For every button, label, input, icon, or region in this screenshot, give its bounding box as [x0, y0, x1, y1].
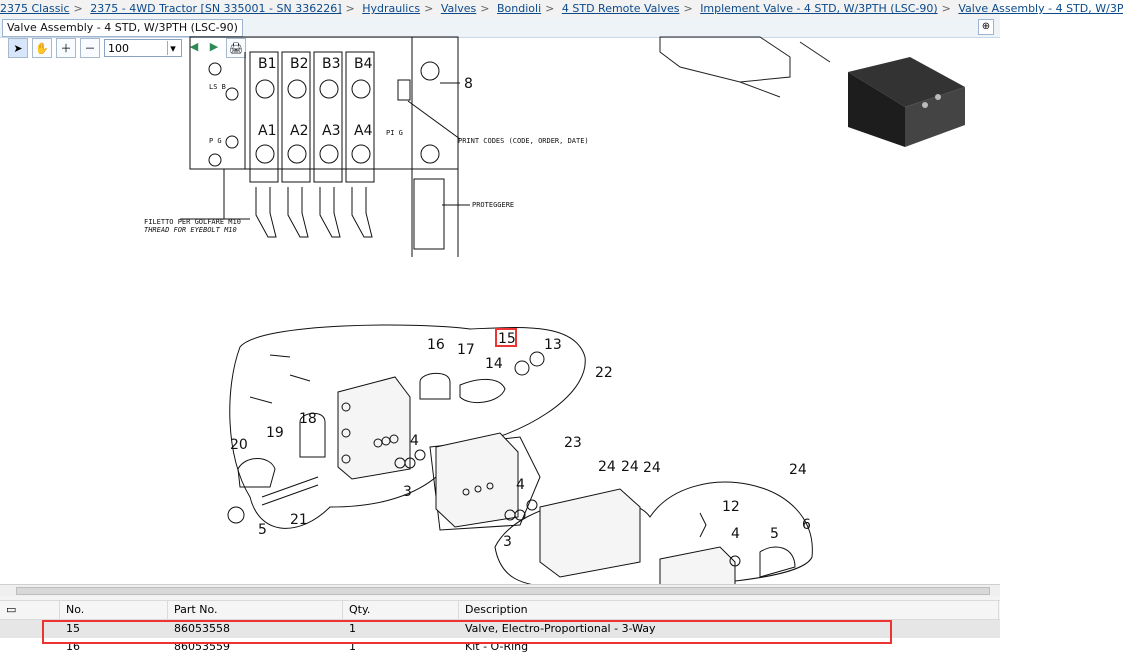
column-header-qty[interactable]: Qty.	[343, 601, 459, 619]
pi-g-label: PI G	[386, 129, 403, 137]
valve-3d-thumbnail	[848, 57, 965, 147]
callout-3[interactable]: 3	[403, 484, 412, 500]
diagram-toolbar: ➤ ✋ ＋ － 100 ▾ ◀ ▶ 🖨	[8, 37, 246, 59]
pan-hand-icon[interactable]: ✋	[32, 38, 52, 58]
scrollbar-thumb[interactable]	[16, 587, 990, 595]
print-codes-label: PRINT CODES (CODE, ORDER, DATE)	[458, 137, 589, 145]
exploded-diagram[interactable]: B1 B2 B3 B4 A1 A2 A3 A4 LS B P G PI G 8 …	[0, 36, 1000, 590]
row-description: Kit - O-Ring	[465, 640, 529, 653]
zoom-value: 100	[108, 41, 129, 55]
callout-24[interactable]: 24	[621, 459, 639, 475]
callout-4[interactable]: 4	[731, 526, 740, 542]
callout-4[interactable]: 4	[516, 477, 525, 493]
forward-arrow-icon[interactable]: ▶	[209, 40, 219, 53]
pane-splitter[interactable]	[0, 596, 1000, 600]
select-arrow-icon[interactable]: ➤	[8, 38, 28, 58]
callout-4[interactable]: 4	[410, 433, 419, 449]
print-icon[interactable]: 🖨	[226, 38, 246, 58]
row-qty: 1	[349, 622, 356, 635]
callout-8: 8	[464, 76, 473, 92]
callout-6[interactable]: 6	[802, 517, 811, 533]
callout-17[interactable]: 17	[457, 342, 475, 358]
port-label-a1: A1	[258, 123, 276, 139]
port-label-b1: B1	[258, 56, 277, 72]
table-row[interactable]: 16 86053559 1 Kit - O-Ring	[0, 638, 1000, 656]
callout-3[interactable]: 3	[503, 534, 512, 550]
port-label-a2: A2	[290, 123, 308, 139]
breadcrumb-item[interactable]: Implement Valve - 4 STD, W/3PTH (LSC-90)	[700, 2, 938, 15]
eyebolt-label-it: FILETTO PER GOLFARE M10	[144, 218, 241, 226]
callout-20[interactable]: 20	[230, 437, 248, 453]
chevron-down-icon[interactable]: ▾	[167, 41, 178, 55]
ls-b-label: LS B	[209, 83, 226, 91]
callout-highlight-box	[495, 328, 517, 347]
pg-label: P G	[209, 137, 222, 145]
callout-15[interactable]: 15	[498, 331, 516, 347]
port-label-b3: B3	[322, 56, 341, 72]
callout-14[interactable]: 14	[485, 356, 503, 372]
port-label-a4: A4	[354, 123, 373, 139]
callout-19[interactable]: 19	[266, 425, 284, 441]
port-label-b2: B2	[290, 56, 309, 72]
row-part-no: 86053558	[174, 622, 230, 635]
callout-22[interactable]: 22	[595, 365, 613, 381]
callout-24[interactable]: 24	[643, 460, 661, 476]
breadcrumb-item[interactable]: 2375 - 4WD Tractor [SN 335001 - SN 33622…	[90, 2, 342, 15]
callout-5[interactable]: 5	[770, 526, 779, 542]
exploded-view	[227, 324, 813, 590]
zoom-select[interactable]: 100 ▾	[104, 39, 182, 57]
row-part-no: 86053559	[174, 640, 230, 653]
back-arrow-icon[interactable]: ◀	[189, 40, 199, 53]
valve-schematic-top	[180, 36, 470, 257]
callout-13[interactable]: 13	[544, 337, 562, 353]
port-label-b4: B4	[354, 56, 373, 72]
column-header-no[interactable]: No.	[60, 601, 168, 619]
tab-valve-assembly[interactable]: Valve Assembly - 4 STD, W/3PTH (LSC-90)	[2, 19, 243, 37]
row-qty: 1	[349, 640, 356, 653]
breadcrumb-item[interactable]: Valve Assembly - 4 STD, W/3P	[958, 2, 1123, 15]
pin-icon[interactable]: ⊕	[978, 19, 994, 35]
breadcrumb-item[interactable]: Bondioli	[497, 2, 542, 15]
callout-16[interactable]: 16	[427, 337, 445, 353]
callout-18[interactable]: 18	[299, 411, 317, 427]
row-no: 15	[66, 622, 80, 635]
proteggere-label: PROTEGGERE	[472, 201, 514, 209]
horizontal-scrollbar[interactable]	[0, 584, 1000, 598]
breadcrumb-item[interactable]: Valves	[440, 2, 477, 15]
breadcrumb-item[interactable]: 2375 Classic	[0, 2, 70, 15]
breadcrumb-item[interactable]: 4 STD Remote Valves	[561, 2, 680, 15]
table-header: ▭ No. Part No. Qty. Description	[0, 600, 1000, 620]
zoom-in-icon[interactable]: ＋	[56, 38, 76, 58]
column-header-description[interactable]: Description	[459, 601, 999, 619]
callout-24[interactable]: 24	[598, 459, 616, 475]
eyebolt-label-en: THREAD FOR EYEBOLT M10	[144, 226, 237, 234]
callout-24[interactable]: 24	[789, 462, 807, 478]
port-label-a3: A3	[322, 123, 340, 139]
callout-5[interactable]: 5	[258, 522, 267, 538]
column-header-part-no[interactable]: Part No.	[168, 601, 343, 619]
breadcrumb: 2375 Classic> 2375 - 4WD Tractor [SN 335…	[0, 0, 1123, 17]
table-row[interactable]: 15 86053558 1 Valve, Electro-Proportiona…	[0, 620, 1000, 638]
parts-table: ▭ No. Part No. Qty. Description 15 86053…	[0, 600, 1000, 655]
zoom-out-icon[interactable]: －	[80, 38, 100, 58]
notes-icon[interactable]: ▭	[0, 601, 60, 619]
side-view-sketch	[659, 36, 831, 98]
callout-21[interactable]: 21	[290, 512, 308, 528]
callout-12[interactable]: 12	[722, 499, 740, 515]
breadcrumb-item[interactable]: Hydraulics	[362, 2, 421, 15]
row-description: Valve, Electro-Proportional - 3-Way	[465, 622, 656, 635]
tab-bar: Valve Assembly - 4 STD, W/3PTH (LSC-90) …	[0, 17, 1000, 38]
callout-23[interactable]: 23	[564, 435, 582, 451]
row-no: 16	[66, 640, 80, 653]
